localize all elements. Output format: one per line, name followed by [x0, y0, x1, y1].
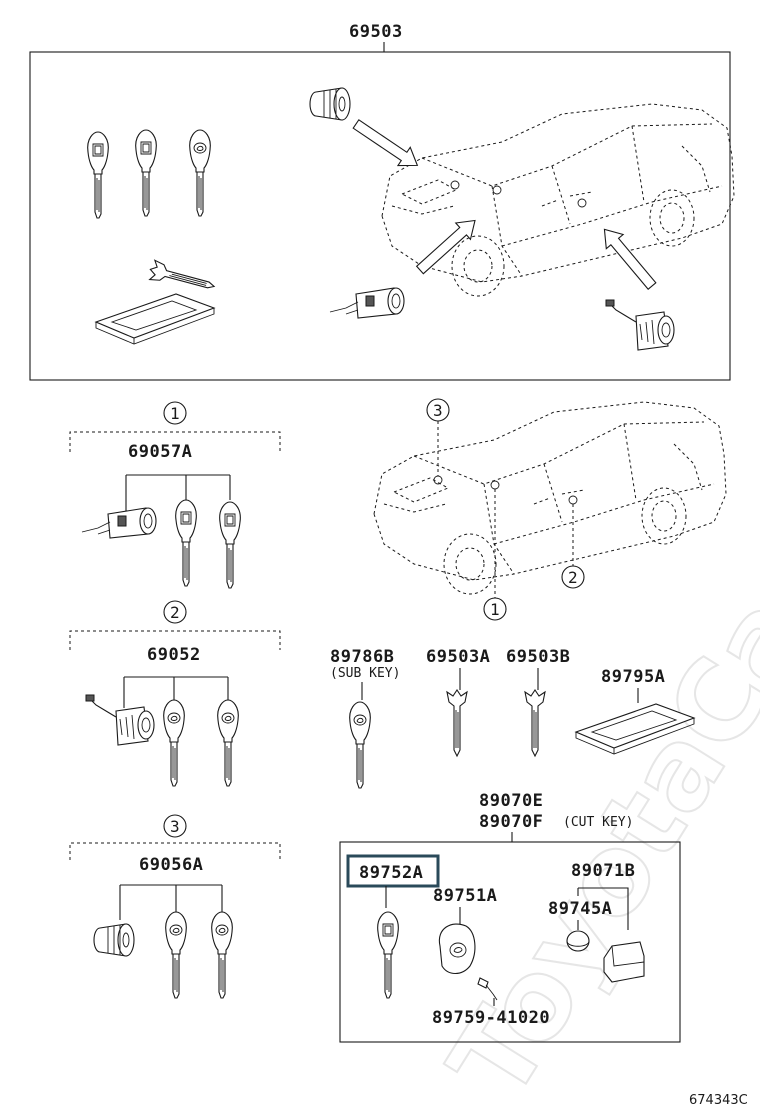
part-number-89795A[interactable]: 89795A [601, 667, 665, 687]
part-number-89751A[interactable]: 89751A [433, 886, 497, 906]
group-3-leaders [119, 884, 223, 920]
part-number-89786B[interactable]: 89786B [330, 647, 394, 667]
figure-code: 674343C [689, 1093, 748, 1108]
group-1-key-b [219, 501, 241, 589]
group-3-barrel [93, 923, 135, 957]
callout-1-label: 1 [170, 404, 180, 423]
sub-key-note: (SUB KEY) [330, 666, 400, 681]
callout-2-label: 2 [170, 603, 180, 622]
part-number-89745A[interactable]: 89745A [548, 899, 612, 919]
top-car-point-b [492, 185, 502, 195]
blank-key-a [446, 689, 468, 757]
battery [566, 930, 590, 952]
callout-circle-3 [163, 814, 187, 838]
part-number-89759-41020[interactable]: 89759-41020 [432, 1008, 550, 1028]
group-2-door-cylinder [85, 694, 155, 746]
part-number-69503B[interactable]: 69503B [506, 647, 570, 667]
callout-circle-2 [163, 600, 187, 624]
group-3-key-b [211, 911, 233, 999]
group-2-leaders [123, 676, 229, 708]
sub-key [349, 701, 371, 789]
car-callout-circle-1 [483, 597, 507, 621]
top-arrows [349, 114, 661, 294]
screw [477, 977, 498, 1001]
part-number-89070E[interactable]: 89070E [479, 791, 543, 811]
group-2-key-b [217, 699, 239, 787]
key-set-frame [339, 841, 681, 1043]
car-callout-circle-2 [561, 565, 585, 589]
group-1-leaders [125, 474, 231, 512]
part-number-69057A[interactable]: 69057A [128, 442, 192, 462]
top-key-plate [95, 293, 215, 345]
part-number-89752A[interactable]: 89752A [359, 863, 423, 883]
part-number-69503A[interactable]: 69503A [426, 647, 490, 667]
car-callout-2-label: 2 [568, 568, 578, 587]
car-point-1 [490, 480, 500, 490]
part-number-69052[interactable]: 69052 [147, 645, 201, 665]
group-1-cylinder [81, 507, 157, 539]
leader-89071B [577, 887, 629, 930]
top-car-point-a [450, 180, 460, 190]
transmitter-case [603, 941, 645, 983]
top-door-cylinder [605, 299, 675, 351]
car-point-2 [568, 495, 578, 505]
remote-cover [438, 923, 476, 975]
middle-suv [373, 401, 727, 595]
group-1-bracket [69, 431, 281, 452]
highlight-89752A [346, 854, 440, 888]
part-number-69056A[interactable]: 69056A [139, 855, 203, 875]
watermark: ToyotaCarMine.ru [425, 125, 760, 1112]
car-callout-1-label: 1 [490, 600, 500, 619]
top-group-frame [29, 51, 731, 381]
top-keys [87, 129, 211, 219]
car-callout-3-label: 3 [433, 401, 443, 420]
group-3-bracket [69, 842, 281, 860]
group-2-key-a [163, 699, 185, 787]
top-barrel-cylinder [309, 87, 351, 121]
part-number-89070F[interactable]: 89070F [479, 812, 543, 832]
top-blank-key [147, 259, 218, 297]
part-number-89071B[interactable]: 89071B [571, 861, 635, 881]
top-car-point-c [577, 198, 587, 208]
group-3-key-a [165, 911, 187, 999]
callout-circle-1 [163, 401, 187, 425]
top-suv [381, 103, 735, 297]
group-1-key-a [175, 499, 197, 587]
car-point-3 [433, 475, 443, 485]
blank-key-b [524, 689, 546, 757]
cut-key-note: (CUT KEY) [563, 815, 633, 830]
callout-3-label: 3 [170, 817, 180, 836]
top-ignition-cylinder [329, 287, 405, 319]
key-89752A [377, 911, 399, 999]
part-number-69503[interactable]: 69503 [349, 22, 403, 42]
